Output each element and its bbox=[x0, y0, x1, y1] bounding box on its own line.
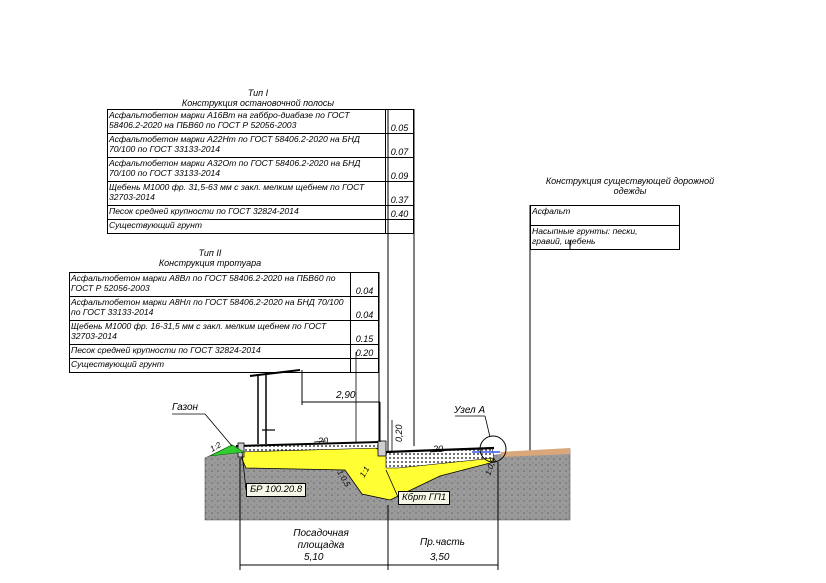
table-row: Существующий грунт bbox=[106, 219, 414, 234]
layer-thickness: 0.09 bbox=[385, 157, 414, 182]
layer-thickness: 0.37 bbox=[385, 181, 414, 206]
sidewalk-asphalt bbox=[235, 441, 381, 447]
table-row: Асфальтобетон марки А32От по ГОСТ 58406.… bbox=[106, 157, 414, 182]
layer-desc: Асфальтобетон марки А8Нл по ГОСТ 58406.2… bbox=[68, 296, 352, 321]
existing-asphalt bbox=[500, 448, 570, 457]
label-posadochnaya-line1: Посадочная bbox=[293, 528, 349, 539]
layer-thickness bbox=[350, 358, 379, 373]
label-node-a: Узел А bbox=[454, 405, 486, 416]
label-posadochnaya-line2: площадка bbox=[297, 540, 345, 551]
dim-0-20: 0,20 bbox=[394, 424, 404, 442]
table-row: Существующий грунт bbox=[68, 358, 379, 373]
existing-layer-soil: Насыпные грунты: пески,гравий, щебень bbox=[530, 225, 680, 250]
label-br: БР 100.20.8 bbox=[246, 483, 307, 497]
table-row: Насыпные грунты: пески,гравий, щебень bbox=[530, 225, 680, 250]
existing-title-line1: Конструкция существующей дорожной bbox=[545, 176, 715, 186]
layer-desc: Существующий грунт bbox=[68, 358, 352, 373]
slope-percent-right: 20 bbox=[432, 444, 443, 454]
leader-line bbox=[484, 415, 491, 438]
slope-arrow bbox=[313, 440, 327, 443]
type1-title: Тип I Конструкция остановочной полосы bbox=[108, 88, 408, 108]
label-gazon: Газон bbox=[172, 402, 199, 413]
layer-thickness: 0.04 bbox=[350, 296, 379, 321]
table-row: Асфальтобетон марки А8Нл по ГОСТ 58406.2… bbox=[68, 296, 379, 321]
type2-title: Тип II Конструкция тротуара bbox=[70, 248, 350, 268]
dim-3-50: 3,50 bbox=[430, 552, 450, 563]
table-row: Асфальтобетон марки А8Вл по ГОСТ 58406.2… bbox=[68, 272, 379, 297]
road-asphalt bbox=[385, 446, 495, 454]
type2-title-line1: Тип II bbox=[198, 248, 222, 258]
type1-title-line1: Тип I bbox=[247, 88, 269, 98]
existing-table: Асфальт Насыпные грунты: пески,гравий, щ… bbox=[530, 205, 680, 250]
layer-thickness: 0.04 bbox=[350, 272, 379, 297]
existing-layer-soil-line2: гравий, щебень bbox=[532, 236, 596, 246]
table-row: Асфальтобетон марки А16Вт на габбро-диаб… bbox=[106, 109, 414, 134]
layer-thickness bbox=[385, 219, 414, 234]
layer-desc: Асфальтобетон марки А32От по ГОСТ 58406.… bbox=[106, 157, 387, 182]
label-posadochnaya: Посадочная площадка bbox=[286, 528, 356, 552]
label-kbrt: Кбрт ГП1 bbox=[398, 491, 451, 505]
node-a-circle bbox=[479, 435, 507, 463]
dim-2-90: 2,90 bbox=[335, 390, 356, 401]
slope-arrow bbox=[429, 450, 445, 453]
curb-right bbox=[377, 440, 387, 457]
existing-layer-soil-line1: Насыпные грунты: пески, bbox=[532, 226, 638, 236]
type1-table: Асфальтобетон марки А16Вт на габбро-диаб… bbox=[106, 109, 414, 234]
type1-title-line2: Конструкция остановочной полосы bbox=[181, 98, 335, 108]
type2-title-line2: Конструкция тротуара bbox=[158, 258, 262, 268]
pavilion-roof bbox=[249, 369, 301, 377]
type2-table: Асфальтобетон марки А8Вл по ГОСТ 58406.2… bbox=[68, 272, 379, 373]
leader-line bbox=[204, 413, 233, 447]
layer-thickness: 0.15 bbox=[350, 320, 379, 345]
existing-title-line2: одежды bbox=[613, 186, 647, 196]
grass-lawn bbox=[209, 444, 245, 457]
slope-percent-left: 20 bbox=[317, 436, 328, 446]
label-prchast: Пр.часть bbox=[420, 537, 465, 548]
dim-5-10: 5,10 bbox=[304, 552, 324, 563]
leader-line bbox=[241, 451, 247, 491]
layer-desc: Существующий грунт bbox=[106, 219, 387, 234]
layer-desc: Асфальтобетон марки А16Вт на габбро-диаб… bbox=[106, 109, 387, 134]
leader-line bbox=[385, 469, 399, 498]
existing-title: Конструкция существующей дорожной одежды bbox=[520, 176, 740, 196]
